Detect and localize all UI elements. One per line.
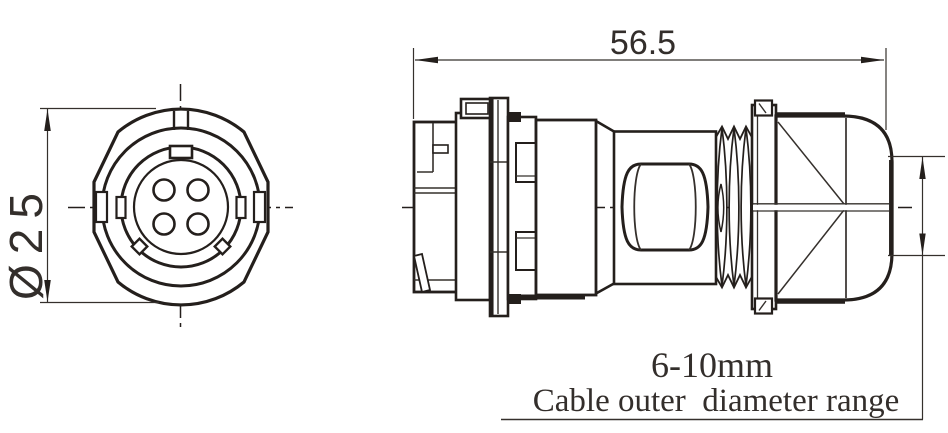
gland-flange-tab-mark [758, 300, 767, 311]
bayonet-notch-left-outer [94, 190, 109, 224]
cable-range-caption: Cable outer diameter range [533, 383, 900, 419]
gland-nut [753, 112, 894, 304]
grip-boss-end-arc [633, 163, 642, 251]
length-dimension: 56.5 [412, 24, 887, 130]
side-view: 56.5 6-10mm Cable outer diameter range [402, 24, 945, 421]
diameter-dimension: Ø25 [0, 107, 159, 304]
pin-hole [152, 212, 176, 236]
thread-crest [728, 127, 740, 287]
grip-boss-end-arc [688, 163, 697, 251]
pin-hole [152, 178, 176, 202]
bayonet-notch-left-inner [115, 195, 127, 220]
front-view: Ø25 [0, 84, 293, 331]
dim-arrow-right-icon [861, 56, 884, 64]
ratchet-notch-top [508, 112, 521, 122]
gland-nut-wedge-bottom [777, 209, 845, 295]
key-tab-bottom-right [213, 237, 232, 256]
contact-insert [132, 158, 230, 256]
thread-profile-top [715, 124, 753, 142]
body-taper-bottom [595, 282, 615, 295]
thread-crest-inner [717, 183, 725, 233]
length-label: 56.5 [610, 24, 676, 62]
key-tab-bottom-left [130, 237, 149, 256]
gland-flange-tab-bottom [753, 297, 774, 315]
thread-crest [740, 127, 752, 287]
cable-range-value: 6-10mm [651, 345, 773, 385]
ratchet-ring [506, 112, 538, 304]
dim-arrow-up-icon [919, 157, 926, 179]
pin-hole [186, 178, 210, 202]
thread-section [715, 124, 753, 290]
cable-dimension: 6-10mm Cable outer diameter range [501, 155, 945, 421]
flange-cap-detail [465, 102, 489, 115]
cable-bore-slot [753, 204, 889, 211]
bayonet-notch-right-inner [235, 195, 247, 220]
pin-hole [186, 212, 210, 236]
thread-profile-bottom [715, 272, 753, 290]
dim-arrow-left-icon [415, 56, 438, 64]
flange-shoulder [454, 111, 492, 302]
bayonet-slot-diagonal [412, 252, 432, 294]
diameter-label: Ø25 [0, 183, 52, 300]
bayonet-notch-right-outer [252, 190, 267, 224]
dim-arrow-down-icon [919, 233, 926, 256]
gland-nut-wedge-top [777, 121, 845, 205]
connector-body [513, 118, 718, 300]
gland-flange-tab-top [753, 99, 774, 117]
dim-arrow-up-icon [44, 109, 51, 131]
keyway-block [168, 144, 194, 160]
body-taper-top [595, 119, 615, 133]
coupling-flange [454, 96, 510, 318]
dim-arrow-down-icon [44, 280, 51, 302]
gland-flange-tab-mark [758, 103, 767, 114]
rear-shell-tab [432, 144, 449, 154]
body-front [534, 118, 598, 297]
rear-shell [412, 120, 459, 294]
